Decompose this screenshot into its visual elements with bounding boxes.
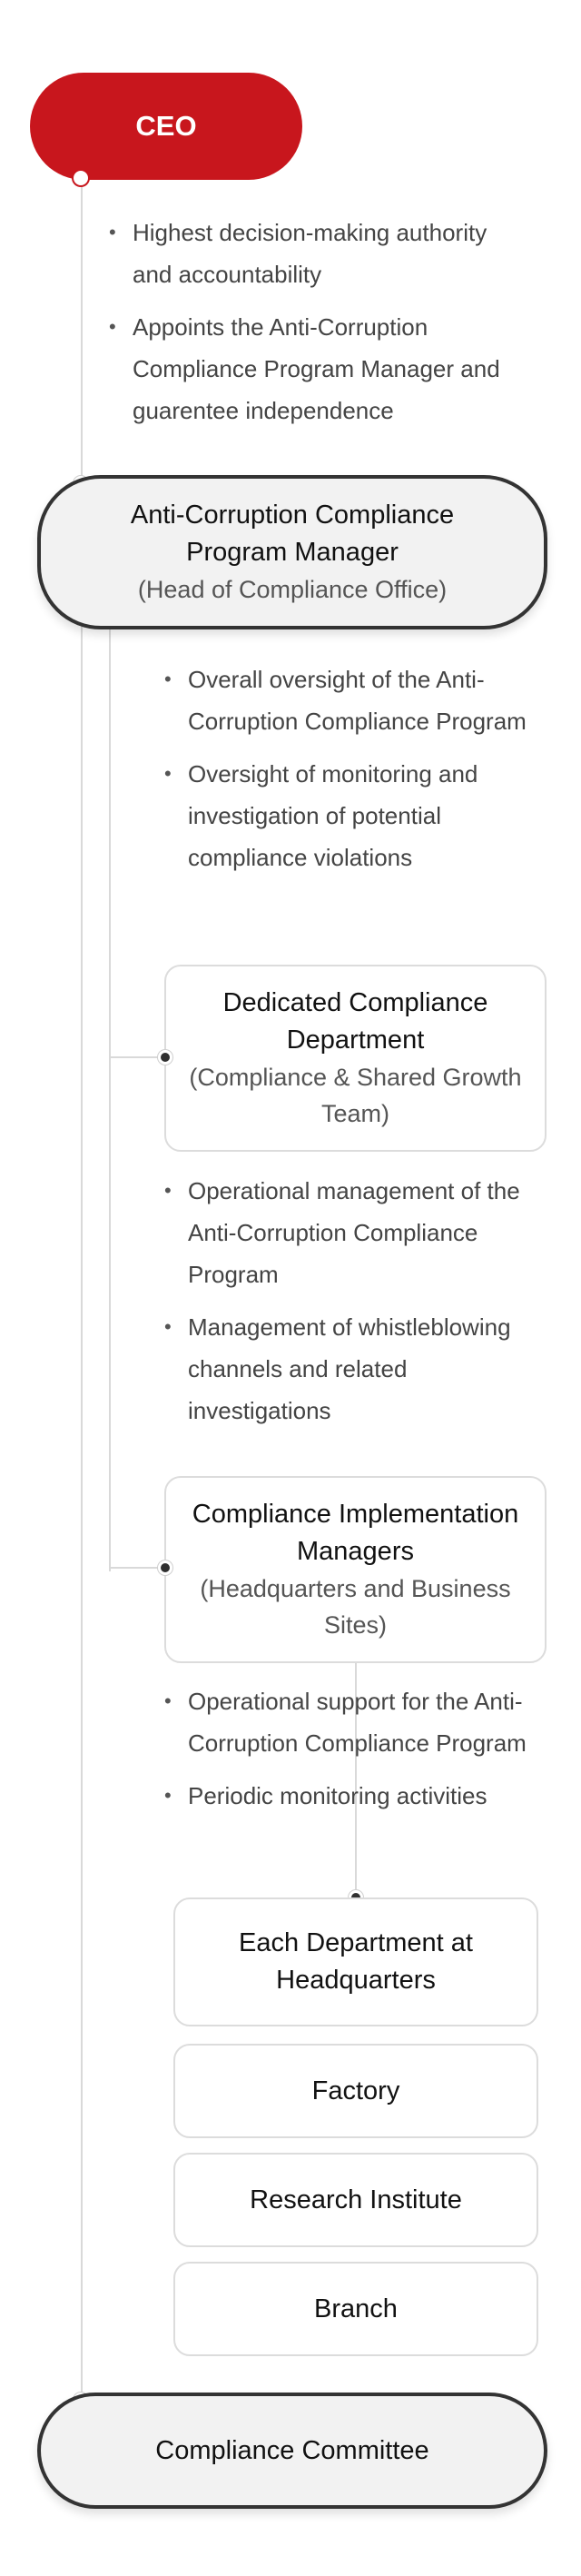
compliance-committee-label: Compliance Committee [155,2435,429,2465]
dedicated-department-connector-dot [158,1050,172,1065]
list-item: Periodic monitoring activities [164,1775,546,1817]
dedicated-department-node: Dedicated Compliance Department (Complia… [164,965,547,1152]
unit-factory-label: Factory [311,2076,400,2105]
connector-to-implementation [109,1567,165,1569]
compliance-committee-node: Compliance Committee [37,2393,547,2509]
program-manager-duties-list: Overall oversight of the Anti-Corruption… [164,659,537,889]
unit-headquarters-label: Each Department at Headquarters [239,1928,473,1995]
implementation-managers-duties-list: Operational support for the Anti-Corrupt… [164,1680,546,1828]
list-item: Appoints the Anti-Corruption Compliance … [109,306,522,431]
list-item: Management of whistleblowing channels an… [164,1306,546,1432]
unit-branch-label: Branch [314,2294,398,2323]
unit-headquarters-node: Each Department at Headquarters [173,1897,538,2026]
implementation-managers-subtitle: (Headquarters and Business Sites) [200,1575,511,1639]
dedicated-department-title: Dedicated Compliance Department [222,988,488,1055]
unit-branch-node: Branch [173,2262,538,2356]
implementation-managers-node: Compliance Implementation Managers (Head… [164,1476,547,1663]
list-item: Highest decision-making authority and ac… [109,212,522,295]
ceo-label: CEO [135,110,197,142]
unit-factory-node: Factory [173,2044,538,2138]
program-manager-title: Anti-Corruption Compliance Program Manag… [130,500,455,567]
list-item: Overall oversight of the Anti-Corruption… [164,659,537,742]
ceo-connector-dot [74,171,88,185]
connector-to-department [109,1056,165,1058]
dedicated-department-subtitle: (Compliance & Shared Growth Team) [189,1064,522,1127]
list-item: Operational management of the Anti-Corru… [164,1170,546,1295]
program-manager-node: Anti-Corruption Compliance Program Manag… [37,475,547,629]
ceo-duties-list: Highest decision-making authority and ac… [109,212,522,442]
dedicated-department-duties-list: Operational management of the Anti-Corru… [164,1170,546,1442]
manager-spine-line [109,627,111,1571]
unit-research-institute-node: Research Institute [173,2153,538,2247]
ceo-node: CEO [30,73,302,180]
unit-research-institute-label: Research Institute [250,2185,462,2214]
main-spine-line [81,176,83,2411]
implementation-managers-title: Compliance Implementation Managers [192,1500,519,1566]
program-manager-subtitle: (Head of Compliance Office) [137,576,448,603]
list-item: Oversight of monitoring and investigatio… [164,753,537,878]
list-item: Operational support for the Anti-Corrupt… [164,1680,546,1764]
implementation-managers-connector-dot [158,1560,172,1575]
